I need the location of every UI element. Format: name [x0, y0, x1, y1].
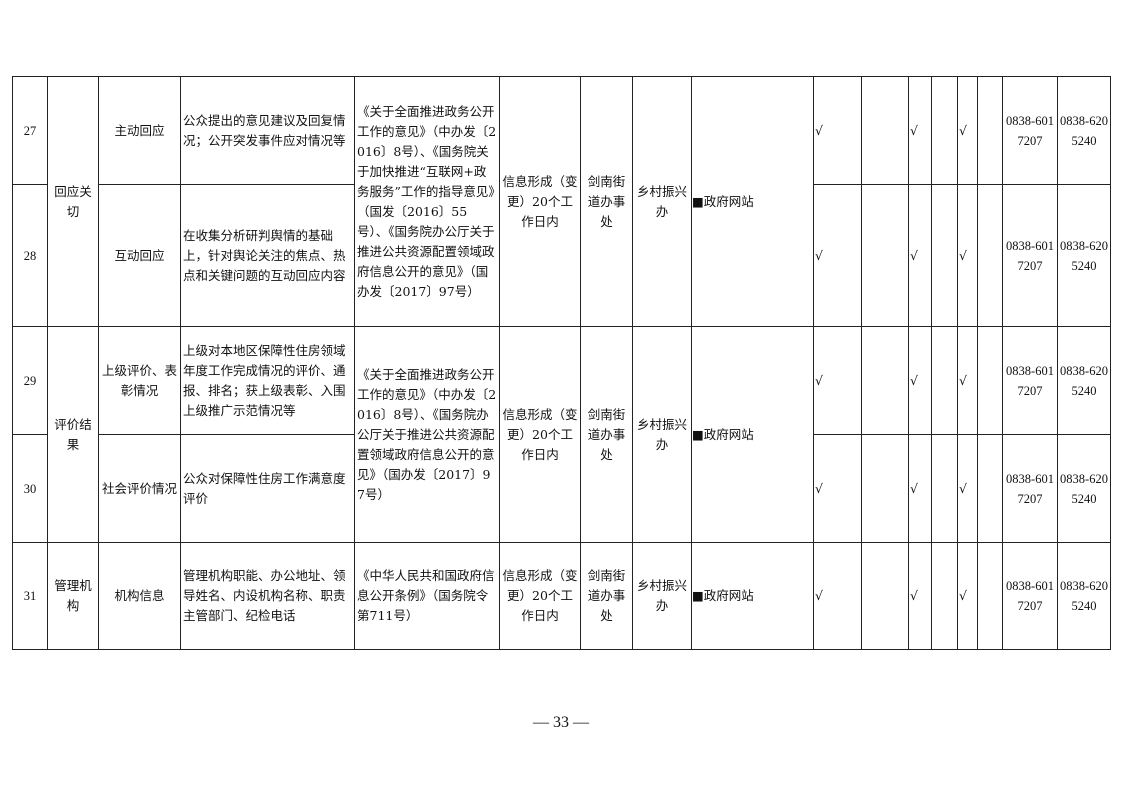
channel-cell: ■政府网站 — [691, 326, 814, 543]
item-cell: 上级评价、表彰情况 — [98, 326, 181, 435]
table-row: 30 社会评价情况 公众对保障性住房工作满意度评价 √ √ √ 0838-601… — [12, 434, 1111, 543]
channel-cell: ■政府网站 — [691, 542, 814, 650]
check-cell: √ — [957, 434, 978, 543]
empty-cell — [931, 326, 958, 435]
responsible-cell: 乡村振兴办 — [632, 76, 692, 327]
table-row: 31 管理机构 机构信息 管理机构职能、办公地址、领导姓名、内设机构名称、职责主… — [12, 542, 1111, 650]
check-cell: √ — [908, 326, 932, 435]
phone-cell: 0838-6017207 — [1002, 184, 1058, 327]
empty-cell — [931, 434, 958, 543]
check-cell: √ — [908, 76, 932, 185]
timeframe-cell: 信息形成（变更）20个工作日内 — [499, 542, 581, 650]
phone-cell: 0838-6017207 — [1002, 434, 1058, 543]
empty-cell — [861, 434, 909, 543]
phone-cell: 0838-6205240 — [1057, 326, 1111, 435]
row-number: 30 — [12, 434, 48, 543]
table-row: 29 评价结果 上级评价、表彰情况 上级对本地区保障性住房领域年度工作完成情况的… — [12, 326, 1111, 543]
content-cell: 管理机构职能、办公地址、领导姓名、内设机构名称、职责主管部门、纪检电话 — [180, 542, 355, 650]
check-cell: √ — [813, 326, 862, 435]
timeframe-cell: 信息形成（变更）20个工作日内 — [499, 76, 581, 327]
basis-cell: 《关于全面推进政务公开工作的意见》（中办发〔2016〕8号）、《国务院办公厅关于… — [354, 326, 500, 543]
responsible-cell: 乡村振兴办 — [632, 542, 692, 650]
empty-cell — [931, 542, 958, 650]
page-number: — 33 — — [533, 714, 589, 731]
check-cell: √ — [908, 434, 932, 543]
empty-cell — [931, 184, 958, 327]
check-cell: √ — [813, 434, 862, 543]
basis-cell: 《关于全面推进政务公开工作的意见》（中办发〔2016〕8号）、《国务院关于加快推… — [354, 76, 500, 327]
content-cell: 公众对保障性住房工作满意度评价 — [180, 434, 355, 543]
basis-cell: 《中华人民共和国政府信息公开条例》（国务院令第711号） — [354, 542, 500, 650]
item-cell: 主动回应 — [98, 76, 181, 185]
check-cell: √ — [908, 542, 932, 650]
row-number: 29 — [12, 326, 48, 435]
empty-cell — [861, 76, 909, 185]
check-cell: √ — [957, 76, 978, 185]
content-cell: 上级对本地区保障性住房领域年度工作完成情况的评价、通报、排名；获上级表彰、入围上… — [180, 326, 355, 435]
table-row: 28 互动回应 在收集分析研判舆情的基础上，针对舆论关注的焦点、热点和关键问题的… — [12, 184, 1111, 327]
check-cell: √ — [957, 326, 978, 435]
check-cell: √ — [957, 542, 978, 650]
item-cell: 社会评价情况 — [98, 434, 181, 543]
table-row: 27 回应关切 主动回应 公众提出的意见建议及回复情况；公开突发事件应对情况等 … — [12, 76, 1111, 327]
check-cell: √ — [813, 542, 862, 650]
check-cell: √ — [813, 184, 862, 327]
disclosure-table: 27 回应关切 主动回应 公众提出的意见建议及回复情况；公开突发事件应对情况等 … — [12, 76, 1111, 650]
responsible-cell: 乡村振兴办 — [632, 326, 692, 543]
category-cell: 管理机构 — [47, 542, 99, 650]
channel-cell: ■政府网站 — [691, 76, 814, 327]
phone-cell: 0838-6205240 — [1057, 434, 1111, 543]
phone-cell: 0838-6205240 — [1057, 184, 1111, 327]
empty-cell — [977, 184, 1003, 327]
empty-cell — [861, 326, 909, 435]
phone-cell: 0838-6017207 — [1002, 76, 1058, 185]
item-cell: 机构信息 — [98, 542, 181, 650]
phone-cell: 0838-6205240 — [1057, 76, 1111, 185]
empty-cell — [931, 76, 958, 185]
subject-cell: 剑南街道办事处 — [580, 326, 633, 543]
category-cell: 回应关切 — [47, 76, 99, 327]
phone-cell: 0838-6017207 — [1002, 542, 1058, 650]
category-cell: 评价结果 — [47, 326, 99, 543]
subject-cell: 剑南街道办事处 — [580, 542, 633, 650]
empty-cell — [861, 542, 909, 650]
row-number: 27 — [12, 76, 48, 185]
empty-cell — [861, 184, 909, 327]
check-cell: √ — [813, 76, 862, 185]
row-number: 31 — [12, 542, 48, 650]
row-number: 28 — [12, 184, 48, 327]
check-cell: √ — [908, 184, 932, 327]
phone-cell: 0838-6017207 — [1002, 326, 1058, 435]
empty-cell — [977, 326, 1003, 435]
empty-cell — [977, 434, 1003, 543]
check-cell: √ — [957, 184, 978, 327]
item-cell: 互动回应 — [98, 184, 181, 327]
empty-cell — [977, 542, 1003, 650]
phone-cell: 0838-6205240 — [1057, 542, 1111, 650]
timeframe-cell: 信息形成（变更）20个工作日内 — [499, 326, 581, 543]
content-cell: 在收集分析研判舆情的基础上，针对舆论关注的焦点、热点和关键问题的互动回应内容 — [180, 184, 355, 327]
content-cell: 公众提出的意见建议及回复情况；公开突发事件应对情况等 — [180, 76, 355, 185]
subject-cell: 剑南街道办事处 — [580, 76, 633, 327]
empty-cell — [977, 76, 1003, 185]
